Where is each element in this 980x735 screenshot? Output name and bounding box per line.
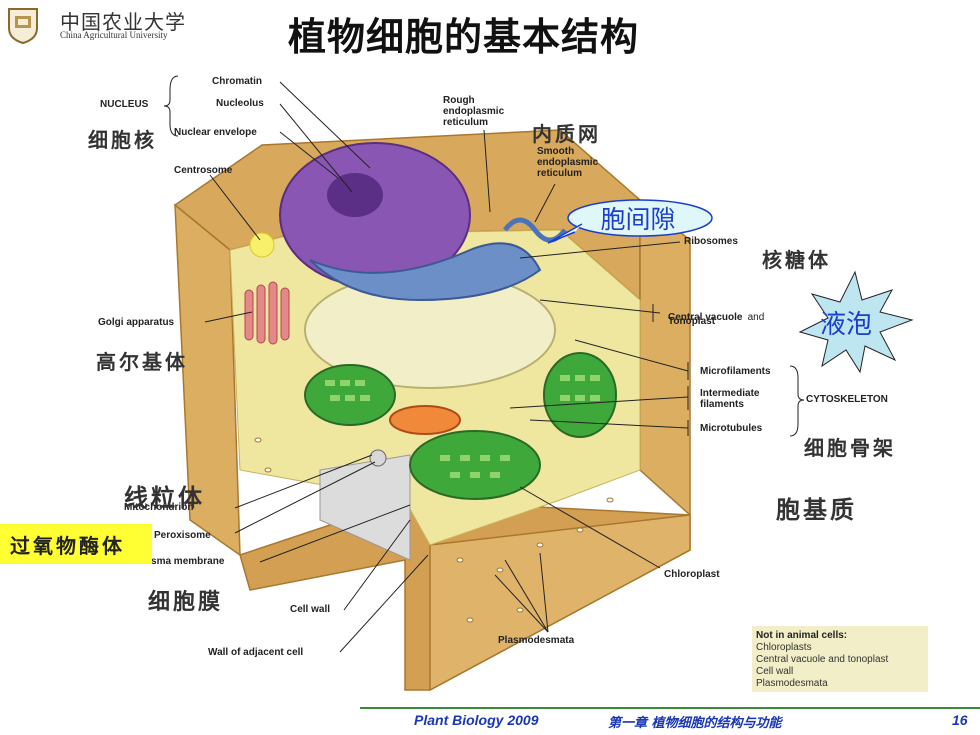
label-plasma-membrane: Plasma membrane — [136, 556, 225, 567]
footer-divider — [360, 707, 980, 709]
note-item: Plasmodesmata — [756, 678, 828, 689]
nucleolus — [327, 173, 383, 217]
centrosome — [249, 232, 275, 258]
note-item: Chloroplasts — [756, 642, 812, 653]
label-tonoplast: Tonoplast — [668, 316, 716, 327]
nucleus-brace — [163, 75, 179, 137]
label-golgi-apparatus: Golgi apparatus — [98, 317, 175, 328]
label-nuclear-envelope: Nuclear envelope — [174, 127, 257, 138]
label-intermediate-2: filaments — [700, 399, 744, 410]
not-in-animal-cells-box — [752, 626, 928, 692]
cytoskeleton-brace — [789, 365, 805, 437]
cn-cytoskeleton: 细胞骨架 — [804, 436, 896, 460]
label-nucleus: NUCLEUS — [100, 99, 149, 110]
note-title: Not in animal cells: — [756, 630, 848, 641]
label-chromatin: Chromatin — [212, 76, 262, 87]
cn-vacuole: 液泡 — [820, 310, 873, 340]
label-cell-wall: Cell wall — [290, 604, 331, 615]
label-rough-er-3: reticulum — [443, 117, 489, 128]
label-rough-er-2: endoplasmic — [443, 106, 505, 117]
note-item: Central vacuole and tonoplast — [756, 654, 889, 665]
cn-nucleus: 细胞核 — [88, 128, 157, 152]
cn-intercellular-space: 胞间隙 — [600, 205, 676, 234]
golgi-apparatus — [244, 281, 290, 345]
university-name-en: China Agricultural University — [60, 30, 168, 40]
label-chloroplast: Chloroplast — [664, 569, 720, 580]
vacuole-starburst — [798, 270, 914, 374]
peroxisome-highlight-box — [0, 524, 152, 564]
label-peroxisome: Peroxisome — [154, 530, 211, 541]
label-centrosome: Centrosome — [174, 165, 233, 176]
page-title: 植物细胞的基本结构 — [288, 15, 640, 59]
university-seal-icon — [6, 6, 40, 45]
university-name-cn: 中国农业大学 — [60, 10, 186, 34]
chloroplast-bottom — [409, 430, 541, 500]
label-smooth-er-2: endoplasmic — [537, 157, 599, 168]
label-central-vacuole: Central vacuole and — [668, 305, 764, 324]
cn-membrane: 细胞膜 — [148, 589, 224, 615]
label-intermediate-1: Intermediate — [700, 388, 760, 399]
label-central-vacuole-main: Central vacuole — [668, 312, 743, 323]
cn-matrix: 胞基质 — [776, 495, 857, 524]
cell-wall-face — [429, 514, 691, 692]
label-rough-er-1: Rough — [443, 95, 475, 106]
label-ribosomes: Ribosomes — [684, 236, 738, 247]
cell-wall-right — [639, 198, 691, 517]
cn-mitochondrion: 线粒体 — [124, 483, 205, 512]
label-plasmodesmata: Plasmodesmata — [498, 635, 575, 646]
label-wall-adjacent-cell: Wall of adjacent cell — [208, 647, 304, 658]
label-central-vacuole-and: and — [747, 312, 765, 323]
footer-chapter: 第一章 植物细胞的结构与功能 — [608, 716, 782, 731]
footer-course: Plant Biology 2009 — [414, 712, 539, 728]
page-number: 16 — [952, 712, 968, 728]
label-nucleolus: Nucleolus — [216, 98, 264, 109]
label-mitochondrion: Mitochondrion — [124, 502, 194, 513]
mitochondrion — [389, 405, 461, 435]
note-item: Cell wall — [756, 666, 794, 677]
intercellular-space-callout-bubble — [567, 199, 713, 237]
label-smooth-er-3: reticulum — [537, 168, 583, 179]
cn-golgi: 高尔基体 — [96, 350, 188, 374]
label-smooth-er-1: Smooth — [537, 146, 575, 157]
label-cytoskeleton: CYTOSKELETON — [806, 394, 888, 405]
cn-ribosome: 核糖体 — [762, 248, 831, 272]
cn-er: 内质网 — [532, 122, 601, 146]
label-microfilaments: Microfilaments — [700, 366, 771, 377]
rough-er — [309, 242, 542, 302]
label-microtubules: Microtubules — [700, 423, 763, 434]
cn-peroxisome: 过氧物酶体 — [10, 534, 125, 558]
